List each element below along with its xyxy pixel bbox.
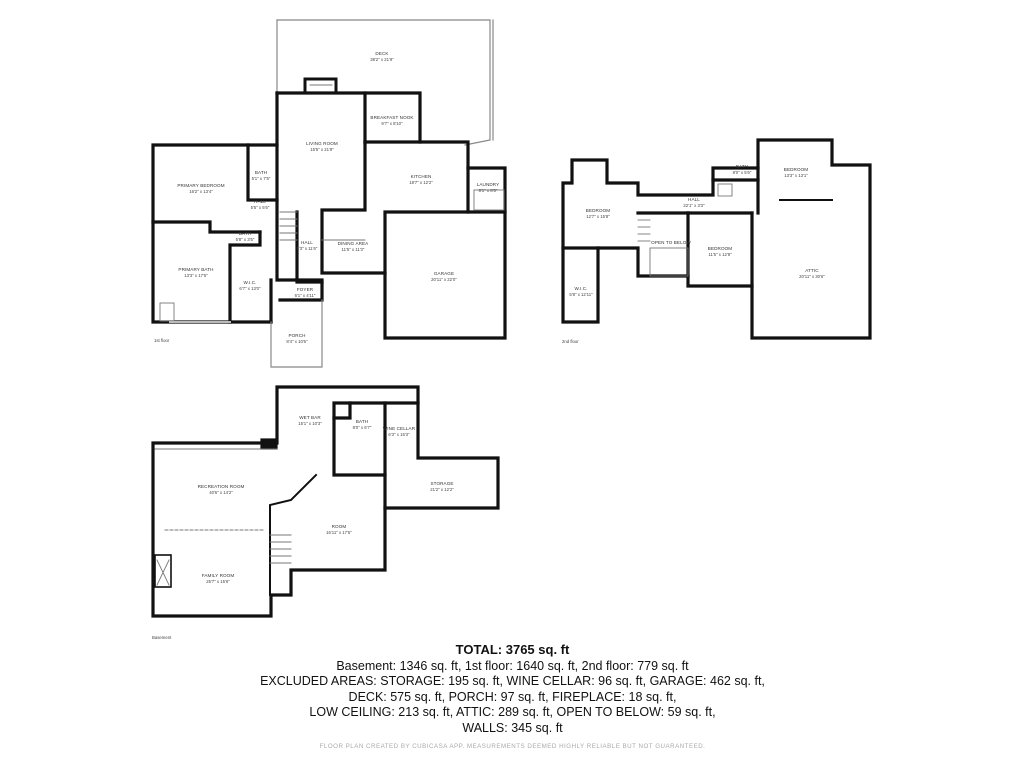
room-dim: 5'3" x 11'6" <box>297 246 318 251</box>
summary-line: WALLS: 345 sq. ft <box>462 720 563 735</box>
floor-label: 2nd floor <box>562 339 579 344</box>
room-name: WINE CELLAR <box>383 426 416 431</box>
room-dim: 16'2" x 13'4" <box>189 189 213 194</box>
room-name: DECK <box>375 51 389 56</box>
room-name: FOYER <box>297 287 314 292</box>
room-dim: 40'6" x 14'2" <box>209 490 233 495</box>
room-dim: 20'11" x 22'0" <box>431 277 457 282</box>
room-name: BATH <box>239 231 251 236</box>
room-name: HALL <box>301 240 313 245</box>
basement-labels: WET BAR 15'1" x 10'3" BATH 8'0" x 6'7" W… <box>152 415 454 640</box>
room-dim: 5'8" x 12'11" <box>569 292 593 297</box>
summary-line: Basement: 1346 sq. ft, 1st floor: 1640 s… <box>336 659 689 673</box>
room-dim: 6'3" x 15'3" <box>388 432 410 437</box>
room-name: KITCHEN <box>411 174 432 179</box>
room-name: BEDROOM <box>784 167 809 172</box>
summary-line: LOW CEILING: 213 sq. ft, ATTIC: 289 sq. … <box>309 705 716 720</box>
room-name: PRIMARY BATH <box>178 267 213 272</box>
second-floor-labels: BATH 8'0" x 5'6" BEDROOM 13'3" x 13'1" H… <box>562 164 825 344</box>
room-name: STORAGE <box>430 481 453 486</box>
room-dim: 5'1" x 7'5" <box>252 176 271 181</box>
room-dim: 13'3" x 13'1" <box>784 173 808 178</box>
room-name: BEDROOM <box>708 246 733 251</box>
room-name: FAMILY ROOM <box>202 573 235 578</box>
room-name: W.I.C. <box>243 280 256 285</box>
room-name: GARAGE <box>434 271 454 276</box>
room-dim: 5'5" x 5'6" <box>251 205 270 210</box>
summary-line: DECK: 575 sq. ft, PORCH: 97 sq. ft, FIRE… <box>348 689 677 704</box>
room-name: BATH <box>356 419 368 424</box>
room-dim: 8'4" x 10'6" <box>286 339 308 344</box>
room-name: OPEN TO BELOW <box>651 240 691 245</box>
first-floor-walls <box>151 19 507 368</box>
room-dim: 25'7" x 15'6" <box>206 579 230 584</box>
room-dim: 15'1" x 10'3" <box>298 421 322 426</box>
room-dim: 20'11" x 30'6" <box>799 274 825 279</box>
room-name: BEDROOM <box>586 208 611 213</box>
room-name: ROOM <box>332 524 347 529</box>
floor-plan: DECK 38'2" x 21'9" BREAKFAST NOOK 9'7" x… <box>151 19 872 640</box>
room-dim: 12'7" x 15'8" <box>586 214 610 219</box>
room-name: RECREATION ROOM <box>198 484 245 489</box>
floor-label: Basement <box>152 635 172 640</box>
room-dim: 13'3" x 17'5" <box>184 273 208 278</box>
room-dim: 9'7" x 8'10" <box>381 121 403 126</box>
room-name: BATH <box>736 164 748 169</box>
summary-line: EXCLUDED AREAS: STORAGE: 195 sq. ft, WIN… <box>260 674 765 689</box>
room-dim: 18'7" x 12'2" <box>409 180 433 185</box>
basement-details <box>154 448 292 588</box>
total-area: TOTAL: 3765 sq. ft <box>455 642 570 657</box>
room-dim: 22'1" x 3'3" <box>683 203 705 208</box>
room-name: ATTIC <box>805 268 819 273</box>
second-floor-details <box>637 183 733 277</box>
room-dim: 21'2" x 12'2" <box>430 487 454 492</box>
room-dim: 5'8" x 3'5" <box>236 237 255 242</box>
room-name: BATH <box>255 170 267 175</box>
room-name: HALL <box>254 199 266 204</box>
room-dim: 11'5" x 12'8" <box>708 252 732 257</box>
room-dim: 16'11" x 17'5" <box>326 530 352 535</box>
room-dim: 8'0" x 5'6" <box>733 170 752 175</box>
room-name: DINING AREA <box>338 241 370 246</box>
first-floor-labels: DECK 38'2" x 21'9" BREAKFAST NOOK 9'7" x… <box>154 51 499 344</box>
room-name: PRIMARY BEDROOM <box>177 183 224 188</box>
room-name: BREAKFAST NOOK <box>370 115 414 120</box>
floor-label: 1st floor <box>154 338 170 343</box>
area-summary: TOTAL: 3765 sq. ft Basement: 1346 sq. ft… <box>0 640 1025 750</box>
room-dim: 8'0" x 6'7" <box>353 425 372 430</box>
basement-walls <box>151 385 500 618</box>
disclaimer: FLOOR PLAN CREATED BY CUBICASA APP. MEAS… <box>319 743 706 751</box>
room-name: LAUNDRY <box>477 182 500 187</box>
room-dim: 8'1" x 8'5" <box>479 188 498 193</box>
room-name: LIVING ROOM <box>306 141 338 146</box>
room-dim: 15'5" x 21'9" <box>310 147 334 152</box>
room-dim: 38'2" x 21'9" <box>370 57 394 62</box>
room-dim: 6'7" x 13'0" <box>239 286 261 291</box>
room-name: WET BAR <box>299 415 321 420</box>
room-dim: 11'5" x 11'3" <box>342 247 365 252</box>
second-floor-walls <box>561 138 872 340</box>
first-floor-details <box>159 77 505 323</box>
room-name: PORCH <box>288 333 305 338</box>
room-dim: 6'1" x 4'11" <box>295 293 316 298</box>
room-name: W.I.C. <box>574 286 587 291</box>
room-name: HALL <box>688 197 700 202</box>
